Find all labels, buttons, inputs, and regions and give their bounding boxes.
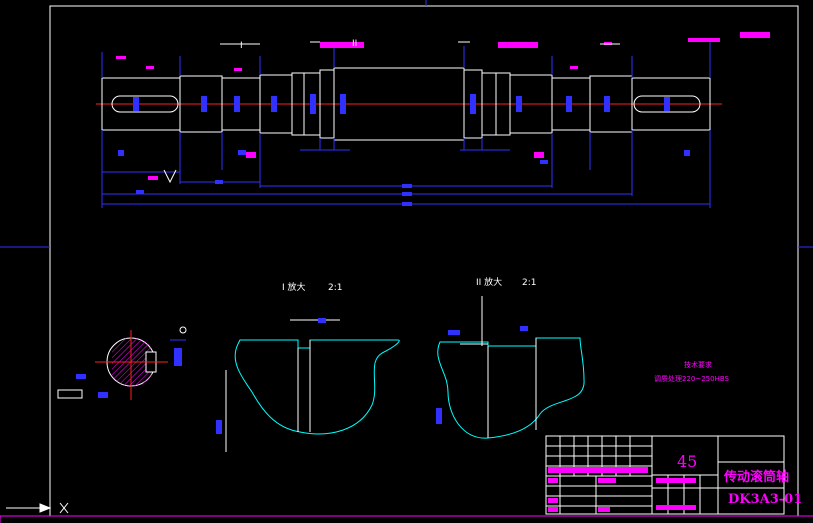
annotation-marks [116, 32, 770, 180]
ucs-icon [6, 502, 69, 514]
main-dimensions [101, 40, 711, 208]
detail-I-scale: 2:1 [328, 283, 343, 293]
detail-view-II [436, 296, 585, 439]
drawing-frame [49, 5, 799, 517]
part-name: 传动滚筒轴 [724, 470, 790, 485]
drawing-number: DK3A3-01 [728, 492, 803, 507]
title-block-cells [548, 467, 696, 512]
trim-lines [0, 0, 813, 248]
dimension-tags [118, 94, 690, 206]
detail-I-label: I 放大 [282, 283, 306, 293]
shaft-main-view [101, 67, 711, 141]
tech-requirements-line: 调质处理220~250HBS [654, 375, 729, 383]
leader-lines [163, 41, 620, 184]
tech-requirements-title: 技术要求 [684, 361, 712, 369]
material-label: 45 [677, 452, 698, 471]
detail-II-scale: 2:1 [522, 278, 537, 288]
detail-view-I [216, 318, 400, 452]
detail-II-label: II 放大 [476, 278, 503, 288]
shaft-section-view [57, 326, 187, 400]
section-mark-II: II [352, 39, 358, 49]
section-mark-I: I [240, 41, 243, 51]
